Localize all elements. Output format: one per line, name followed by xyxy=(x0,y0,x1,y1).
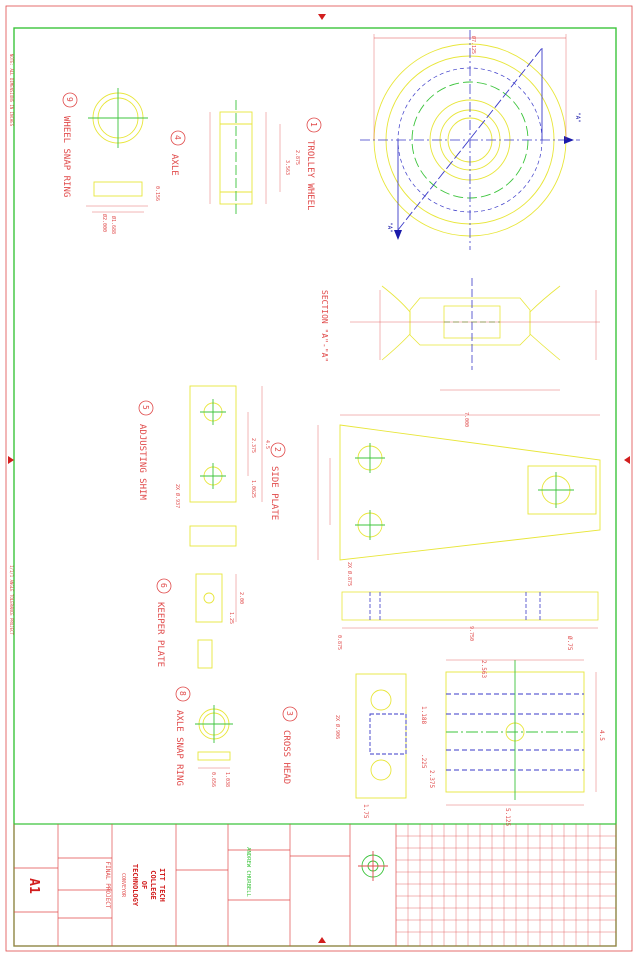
dim-cross-hole: Ø.75 xyxy=(566,636,573,651)
drawing-subtitle: FINAL PROJECT xyxy=(104,862,111,909)
title-line-3: OF xyxy=(140,881,148,889)
adjusting-shim-view xyxy=(189,385,263,547)
section-mark-a2: "A" xyxy=(386,222,393,233)
dim-cross-r: 2.375 xyxy=(428,770,435,788)
view-5-label: 5 ADJUSTING SHIM xyxy=(137,400,154,500)
dim-snap-b: 0.656 xyxy=(210,772,216,787)
svg-text:4: 4 xyxy=(173,135,182,140)
section-a-a-view xyxy=(350,278,600,391)
title-college: ITT TECH COLLEGE OF TECHNOLOGY xyxy=(131,864,166,907)
view-9-label: 9 WHEEL SNAP RING xyxy=(61,92,78,197)
revision-grid xyxy=(396,824,616,946)
center-marks xyxy=(8,14,630,943)
dim-shim-n: 2X Ø.937 xyxy=(174,484,181,508)
title-block xyxy=(13,823,617,947)
dim-snap-a: 1.038 xyxy=(224,772,230,787)
title-line-1: ITT TECH xyxy=(158,868,166,902)
axle-snap-ring-view xyxy=(195,705,233,769)
trolley-wheel-view xyxy=(360,30,580,250)
dim-side-holes: 2X Ø.875 xyxy=(346,562,353,586)
dim-shim-a: 4.5 xyxy=(264,440,270,449)
view-2-label: 2 SIDE PLATE xyxy=(269,442,286,520)
wheel-snap-ring-view xyxy=(86,88,148,213)
svg-text:TROLLEY WHEEL: TROLLEY WHEEL xyxy=(305,140,315,210)
sheet-outer-border xyxy=(5,5,633,952)
company-name: ANDREW CHURBELL xyxy=(245,847,251,897)
dim-wheelsnap-b: Ø2.000 xyxy=(101,214,108,232)
svg-text:AXLE SNAP RING: AXLE SNAP RING xyxy=(174,710,184,786)
svg-text:KEEPER PLATE: KEEPER PLATE xyxy=(155,602,165,667)
axle-view xyxy=(209,100,281,216)
svg-text:WHEEL SNAP RING: WHEEL SNAP RING xyxy=(61,116,71,197)
svg-text:3: 3 xyxy=(285,711,294,716)
corner-note: NOTE: ALL DIMENSIONS IN INCHES xyxy=(9,54,14,127)
dim-shim-b: 2.375 xyxy=(250,438,256,453)
sheet-size: A1 xyxy=(26,878,41,894)
dim-cross-d: 1.188 xyxy=(420,706,427,724)
course-name: CONVEYOR xyxy=(120,873,126,898)
keeper-plate-view xyxy=(195,573,237,669)
dim-keeper-b: 1.25 xyxy=(228,612,234,624)
dim-side-len: 7.000 xyxy=(463,412,469,427)
dim-cross-b: 1.75 xyxy=(362,804,369,819)
title-line-2: COLLEGE xyxy=(149,870,157,900)
dim-wheelsnap-c: 0.156 xyxy=(154,186,160,201)
svg-text:8: 8 xyxy=(178,691,187,696)
projection-symbol-icon xyxy=(358,851,388,881)
dim-cross-n: 2X Ø.906 xyxy=(334,715,341,739)
dim-cross-e: 0.875 xyxy=(336,635,342,650)
edge-note: 1/1/1 ANGLE TOLERANCE PROJECT xyxy=(9,565,14,635)
dim-shim-c: 1.0625 xyxy=(250,480,256,498)
view-1-label: 1 TROLLEY WHEEL xyxy=(305,117,322,210)
svg-text:AXLE: AXLE xyxy=(169,154,179,176)
dim-axle-a: 2.875 xyxy=(294,150,300,165)
svg-text:5: 5 xyxy=(141,405,150,410)
dim-cross-2: 2.563 xyxy=(480,660,487,678)
cross-head-view xyxy=(355,659,597,806)
svg-text:2: 2 xyxy=(273,447,282,452)
svg-text:ADJUSTING SHIM: ADJUSTING SHIM xyxy=(137,424,147,500)
dim-keeper-a: 2.00 xyxy=(238,592,244,604)
view-3-label: 3 CROSS HEAD xyxy=(281,706,298,784)
side-plate-edge-view xyxy=(341,591,599,629)
svg-text:CROSS HEAD: CROSS HEAD xyxy=(281,730,291,784)
dim-wheel-dia: Ø7.125 xyxy=(470,36,477,54)
view-4-label: 4 AXLE xyxy=(169,130,186,176)
svg-text:9: 9 xyxy=(65,97,74,102)
dim-cross-c: .225 xyxy=(420,754,427,769)
dim-bar-len: 9.750 xyxy=(468,626,474,641)
dim-wheelsnap-a: Ø1.688 xyxy=(110,216,117,234)
title-line-4: TECHNOLOGY xyxy=(131,864,139,907)
view-6-label: 6 KEEPER PLATE xyxy=(155,578,172,667)
dim-cross-len: 5.125 xyxy=(504,808,511,826)
section-label: SECTION "A"-"A" xyxy=(320,290,329,362)
dim-cross-h: 4.5 xyxy=(598,730,605,741)
side-plate-view xyxy=(317,414,601,561)
section-mark-a1: "A" xyxy=(574,112,581,123)
svg-text:6: 6 xyxy=(159,583,168,588)
svg-text:1: 1 xyxy=(309,122,318,127)
view-8-label: 8 AXLE SNAP RING xyxy=(174,686,191,786)
svg-text:SIDE PLATE: SIDE PLATE xyxy=(269,466,279,520)
dim-axle-b: 3.563 xyxy=(284,160,290,175)
